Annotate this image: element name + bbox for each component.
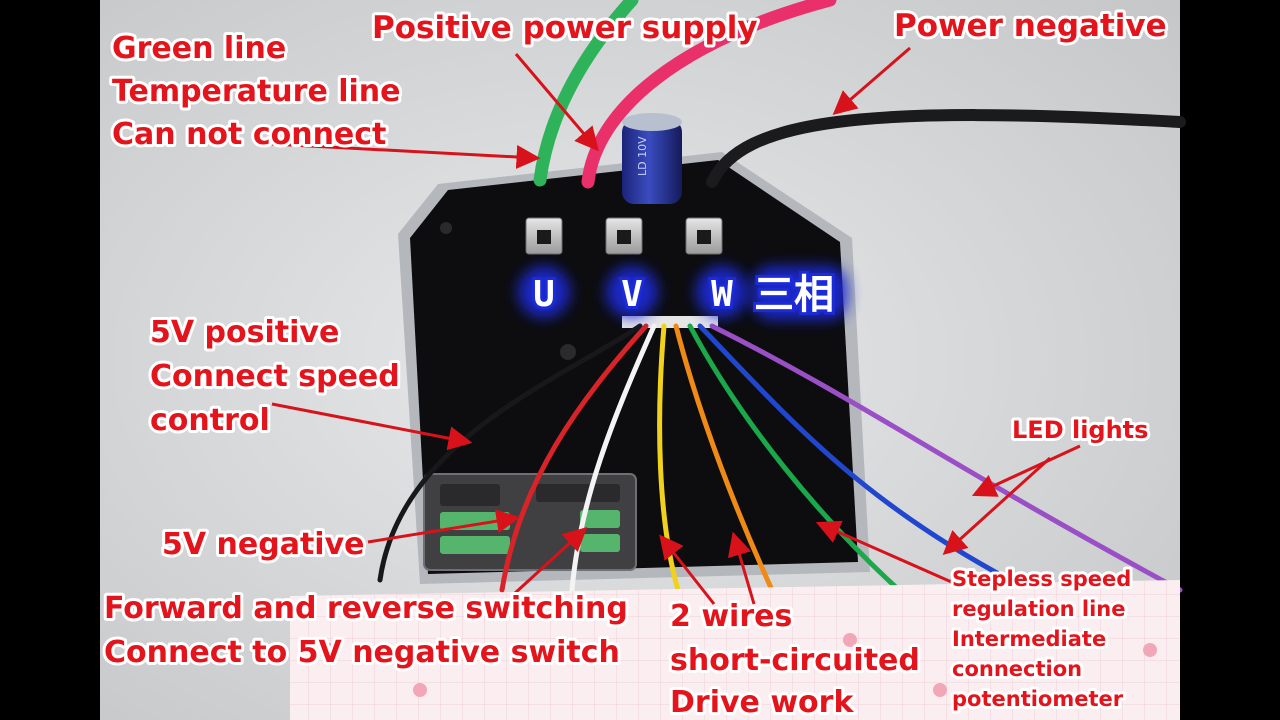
- arrow-led-lights-a: [971, 444, 1081, 497]
- arrow-green-line: [271, 142, 541, 169]
- label-temperature-line: Temperature line: [112, 74, 401, 109]
- red-power-wire: [581, 0, 837, 189]
- arrow-led-lights-b: [942, 456, 1052, 556]
- green-signal-wire: [687, 323, 913, 603]
- phase-w-label: W: [711, 274, 733, 315]
- phase-u-label: U: [533, 274, 555, 315]
- label-potentiometer: potentiometer: [952, 687, 1124, 711]
- label-control: control: [150, 403, 270, 438]
- arrow-two-wires-b: [727, 531, 756, 605]
- red-signal-wire: [499, 323, 649, 593]
- label-regulation-line: regulation line: [952, 597, 1125, 621]
- speed-connector-block: [423, 473, 637, 571]
- yellow-signal-wire: [657, 323, 681, 593]
- three-phase-label: 三相: [754, 272, 834, 318]
- label-stepless-speed: Stepless speed: [952, 567, 1131, 591]
- label-5v-positive: 5V positive: [150, 315, 339, 350]
- label-5v-negative: 5V negative: [162, 527, 365, 562]
- orange-signal-wire: [673, 323, 775, 593]
- black-power-wire: [706, 109, 1186, 188]
- label-2-wires: 2 wires: [670, 599, 792, 634]
- arrow-stepless: [815, 520, 957, 586]
- label-green-line: Green line: [112, 31, 286, 66]
- paper-note-background: [290, 580, 1180, 720]
- purple-signal-wire: [709, 323, 1183, 593]
- green-power-wire: [533, 0, 639, 187]
- label-short-circuited: short-circuited: [670, 643, 920, 678]
- arrow-two-wires-a: [659, 534, 716, 605]
- arrow-power-negative: [832, 46, 911, 115]
- phase-label-glow: [518, 266, 848, 320]
- label-connect-speed: Connect speed: [150, 359, 400, 394]
- label-power-negative: Power negative: [894, 8, 1167, 44]
- annotation-arrows: [271, 46, 1081, 605]
- label-forward-reverse: Forward and reverse switching: [104, 591, 628, 626]
- capacitor: LD 10V: [622, 113, 682, 204]
- label-led-lights: LED lights: [1012, 416, 1148, 444]
- arrow-5v-positive: [271, 402, 473, 451]
- label-positive-power-supply: Positive power supply: [372, 10, 758, 46]
- label-connection: connection: [952, 657, 1082, 681]
- label-connect-to-5v-negative: Connect to 5V negative switch: [104, 635, 620, 670]
- label-drive-work: Drive work: [670, 685, 854, 720]
- phase-tabs: [525, 217, 723, 255]
- arrow-5v-negative: [367, 509, 521, 544]
- arrow-forward-reverse-a: [512, 526, 588, 596]
- phase-v-label: V: [621, 274, 643, 315]
- label-intermediate: Intermediate: [952, 627, 1106, 651]
- white-signal-wire: [569, 323, 657, 593]
- black-signal-wire: [377, 323, 643, 583]
- svg-text:LD 10V: LD 10V: [636, 136, 649, 176]
- arrow-positive-power: [514, 53, 599, 152]
- label-can-not-connect: Can not connect: [112, 117, 386, 152]
